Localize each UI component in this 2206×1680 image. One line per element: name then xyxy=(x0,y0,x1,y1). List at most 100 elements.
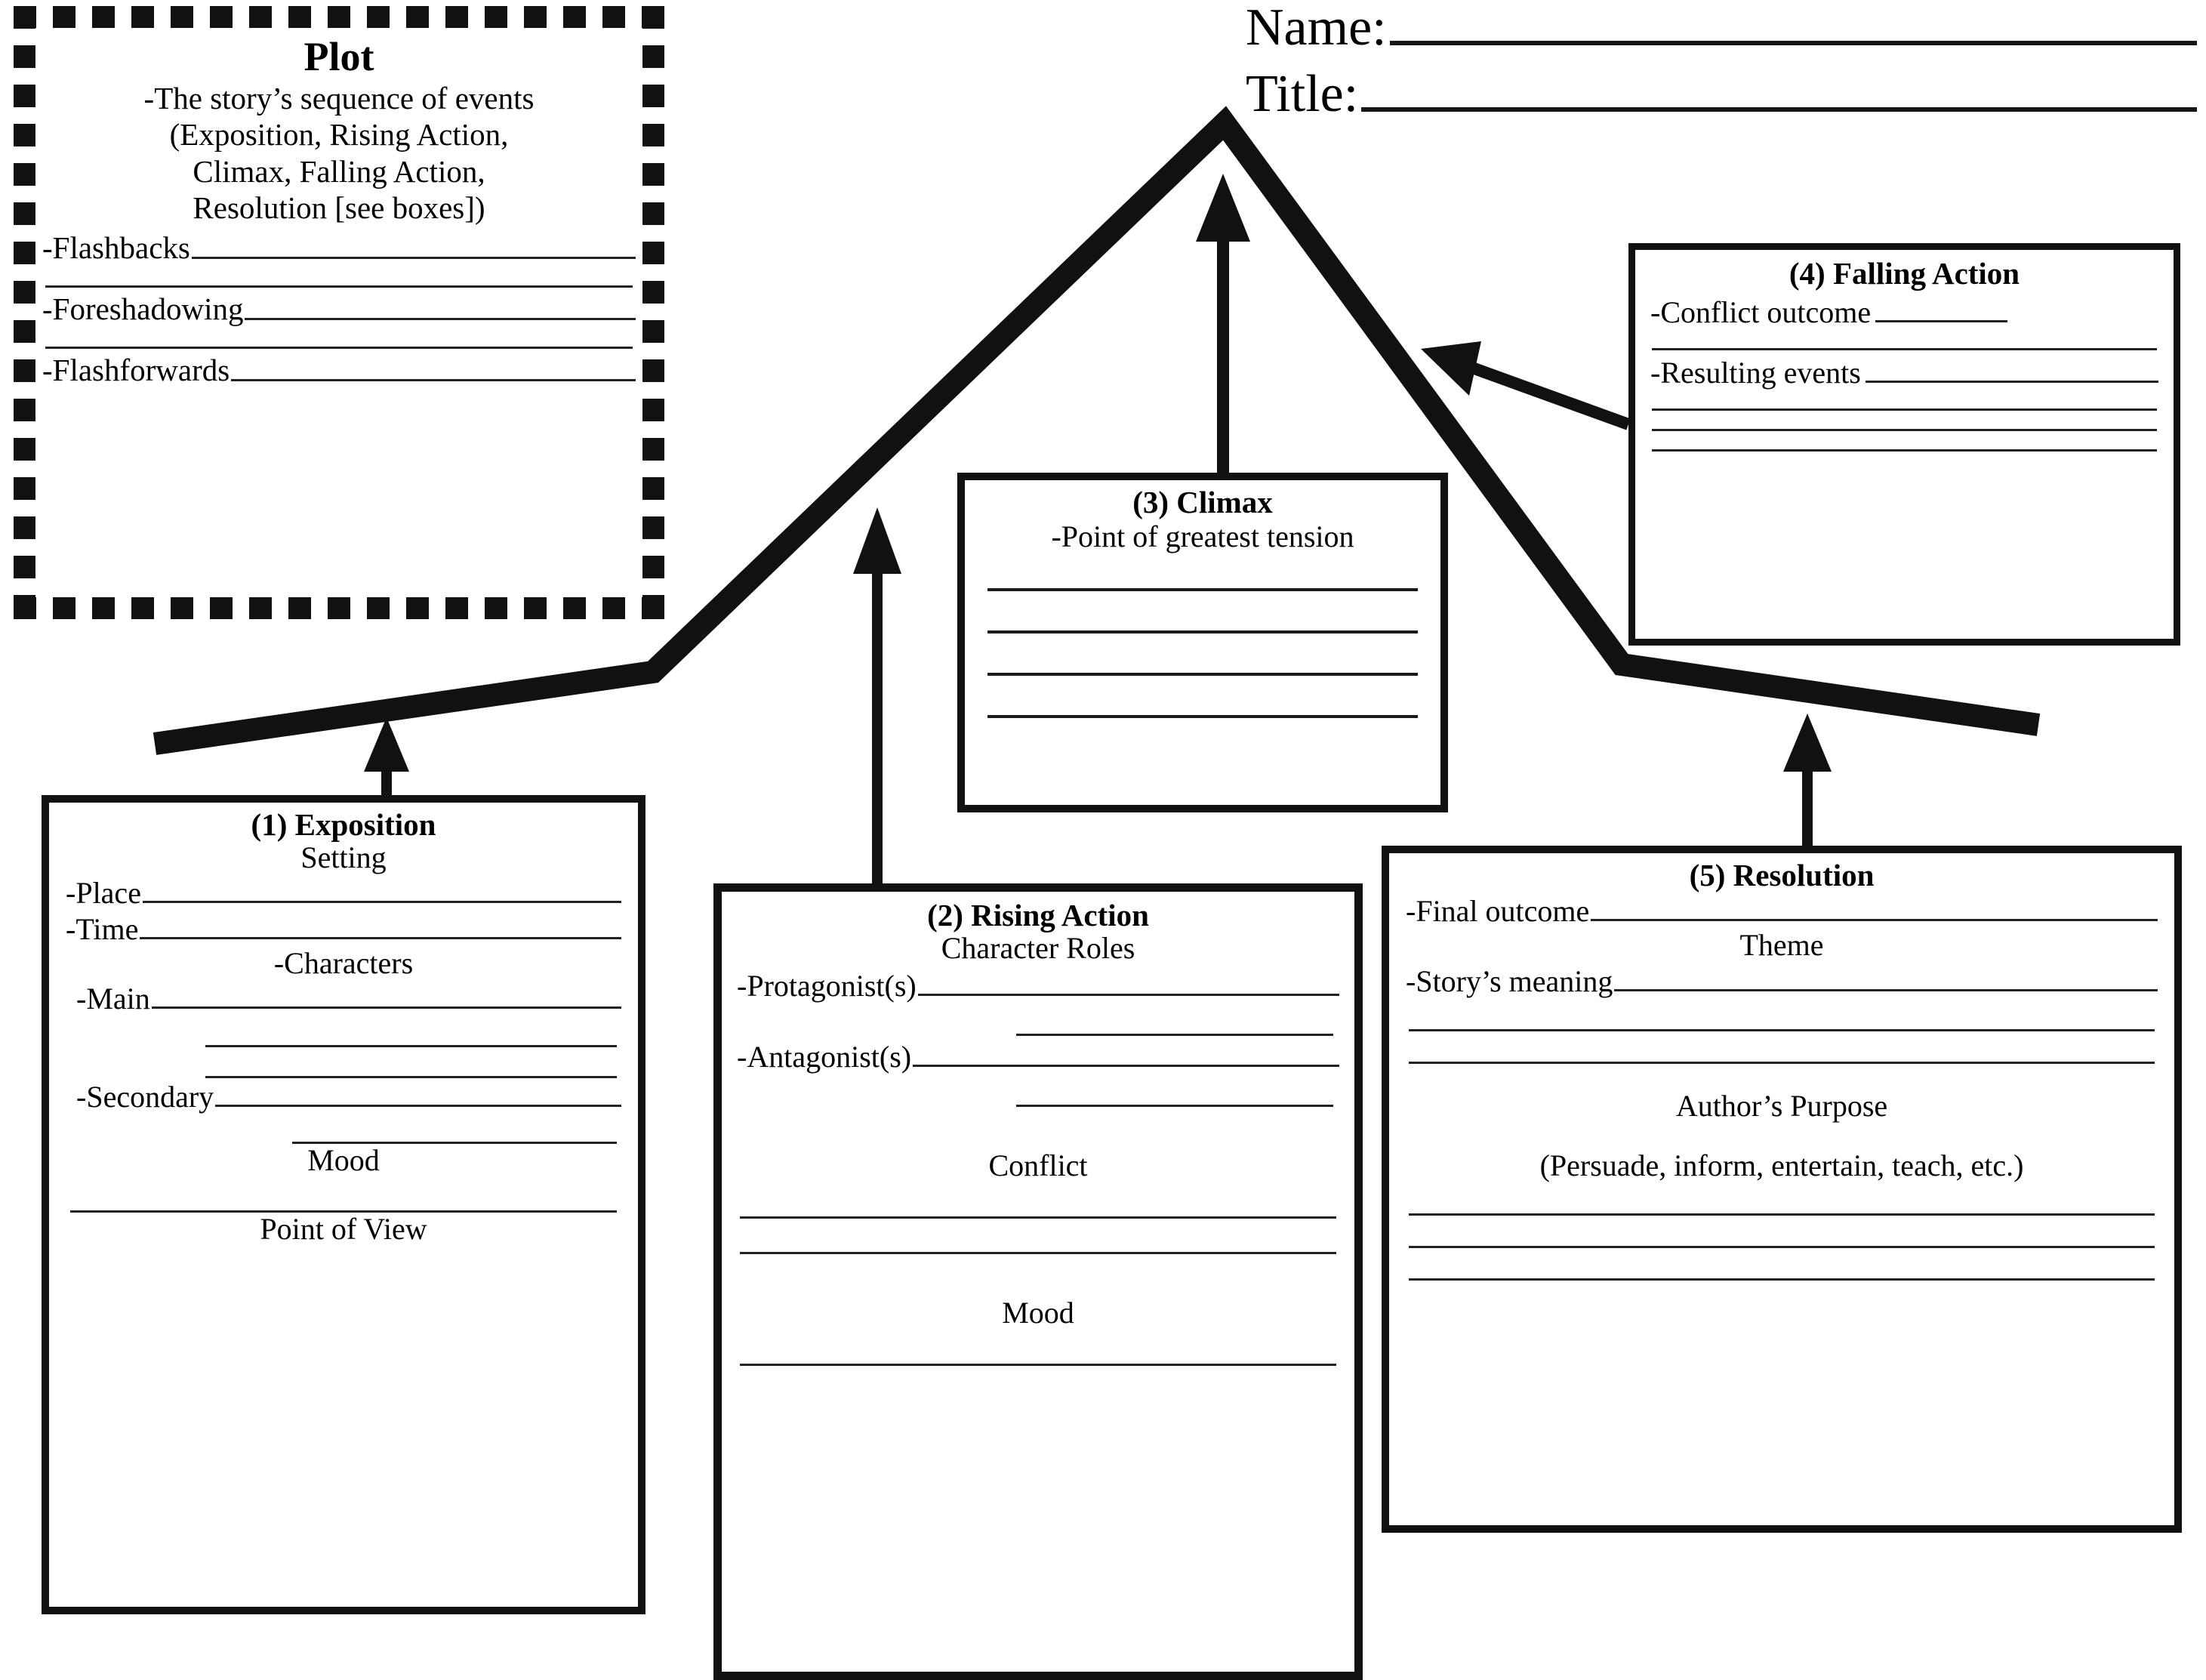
plot-box-dashed-border-left xyxy=(14,6,35,619)
exposition-field-place[interactable]: -Place xyxy=(66,875,621,911)
resolution-purpose-blank-line-3[interactable] xyxy=(1409,1278,2155,1281)
falling-action-conflict-outcome-label: -Conflict outcome xyxy=(1650,295,1872,330)
rising-action-conflict-blank-line-1[interactable] xyxy=(740,1216,1336,1219)
exposition-arrow-up xyxy=(364,717,409,795)
falling-action-conflict-outcome-blank[interactable] xyxy=(1875,320,2008,323)
rising-action-heading: (2) Rising Action xyxy=(927,898,1149,932)
rising-action-field-protagonist[interactable]: -Protagonist(s) xyxy=(737,968,1339,1003)
exposition-field-time[interactable]: -Time xyxy=(66,911,621,947)
exposition-place-label: -Place xyxy=(66,876,141,911)
resolution-authors-purpose-subheading: Author’s Purpose xyxy=(1675,1089,1888,1124)
falling-action-field-conflict-outcome[interactable]: -Conflict outcome xyxy=(1650,294,2158,330)
falling-action-blank-line-3[interactable] xyxy=(1652,429,2157,432)
plot-description-line-2: (Exposition, Rising Action, xyxy=(169,117,509,153)
resolution-heading: (5) Resolution xyxy=(1689,858,1875,892)
resolution-final-outcome-blank[interactable] xyxy=(1591,919,2158,922)
falling-action-heading: (4) Falling Action xyxy=(1789,256,2020,291)
title-input-blank[interactable] xyxy=(1361,107,2197,112)
resolution-field-story-meaning[interactable]: -Story’s meaning xyxy=(1406,963,2158,999)
exposition-main-blank-line-2[interactable] xyxy=(205,1045,617,1048)
rising-action-character-roles-subheading: Character Roles xyxy=(941,931,1135,966)
plot-field-flashforwards-label: -Flashforwards xyxy=(42,352,230,387)
climax-box: (3) Climax -Point of greatest tension xyxy=(957,473,1448,812)
resolution-theme-blank-line-1[interactable] xyxy=(1409,1029,2155,1032)
resolution-final-outcome-label: -Final outcome xyxy=(1406,894,1590,929)
resolution-theme-blank-line-2[interactable] xyxy=(1409,1062,2155,1065)
plot-box-dashed-border-top xyxy=(14,6,664,28)
climax-blank-line-3[interactable] xyxy=(987,673,1418,677)
exposition-heading: (1) Exposition xyxy=(251,807,436,842)
climax-blank-line-2[interactable] xyxy=(987,630,1418,634)
exposition-place-blank[interactable] xyxy=(142,901,621,904)
exposition-field-main[interactable]: -Main xyxy=(66,981,621,1016)
exposition-mood-blank-line[interactable] xyxy=(70,1210,617,1213)
climax-blank-line-4[interactable] xyxy=(987,715,1418,719)
rising-action-mood-blank-line[interactable] xyxy=(740,1364,1336,1367)
plot-field-flashforwards[interactable]: -Flashforwards xyxy=(42,352,636,388)
rising-action-conflict-blank-line-2[interactable] xyxy=(740,1252,1336,1255)
resolution-theme-subheading: Theme xyxy=(1739,928,1824,963)
climax-blank-line-1[interactable] xyxy=(987,588,1418,592)
falling-action-field-resulting-events[interactable]: -Resulting events xyxy=(1650,355,2158,390)
falling-action-resulting-events-blank[interactable] xyxy=(1865,381,2158,384)
plot-field-flashbacks-blank[interactable] xyxy=(191,256,636,259)
exposition-setting-subheading: Setting xyxy=(300,840,387,875)
falling-action-blank-line-4[interactable] xyxy=(1652,449,2157,452)
plot-box-dashed-border-right xyxy=(642,6,664,619)
rising-action-antagonist-label: -Antagonist(s) xyxy=(737,1040,912,1074)
climax-arrow-up xyxy=(1196,174,1250,473)
rising-action-box: (2) Rising Action Character Roles -Prota… xyxy=(713,883,1363,1680)
plot-description-line-3: Climax, Falling Action, xyxy=(193,153,485,189)
exposition-main-blank-line-3[interactable] xyxy=(205,1076,617,1079)
title-row[interactable]: Title: xyxy=(1246,68,2197,121)
exposition-time-label: -Time xyxy=(66,912,139,947)
resolution-authors-purpose-examples: (Persuade, inform, entertain, teach, etc… xyxy=(1539,1148,2024,1182)
climax-heading: (3) Climax xyxy=(1132,485,1273,519)
exposition-main-label: -Main xyxy=(76,982,150,1016)
plot-description-line-1: -The story’s sequence of events xyxy=(143,81,535,116)
exposition-main-blank[interactable] xyxy=(151,1006,621,1010)
student-header: Name: Title: xyxy=(1246,2,2197,134)
rising-action-box-content: (2) Rising Action Character Roles -Prota… xyxy=(722,892,1354,1367)
resolution-box: (5) Resolution -Final outcome Theme -Sto… xyxy=(1382,846,2182,1533)
plot-field-foreshadowing[interactable]: -Foreshadowing xyxy=(42,291,636,327)
exposition-secondary-blank[interactable] xyxy=(215,1105,621,1108)
plot-title: Plot xyxy=(303,34,374,79)
resolution-arrow-up xyxy=(1783,714,1832,846)
resolution-story-meaning-label: -Story’s meaning xyxy=(1406,964,1613,999)
plot-box-content: Plot -The story’s sequence of events (Ex… xyxy=(42,36,636,596)
name-input-blank[interactable] xyxy=(1389,41,2197,45)
rising-action-protagonist-blank[interactable] xyxy=(917,994,1339,997)
name-row[interactable]: Name: xyxy=(1246,2,2197,54)
exposition-time-blank[interactable] xyxy=(140,937,621,940)
plot-field-foreshadowing-blank[interactable] xyxy=(245,317,636,320)
exposition-box: (1) Exposition Setting -Place -Time -Cha… xyxy=(42,795,645,1614)
plot-box-dashed-border-bottom xyxy=(14,597,664,619)
rising-action-mood-subheading: Mood xyxy=(1002,1296,1074,1330)
rising-action-field-antagonist[interactable]: -Antagonist(s) xyxy=(737,1039,1339,1074)
resolution-field-final-outcome[interactable]: -Final outcome xyxy=(1406,893,2158,929)
rising-action-antagonist-blank[interactable] xyxy=(913,1065,1339,1068)
plot-field-flashforwards-blank[interactable] xyxy=(231,378,636,381)
exposition-box-content: (1) Exposition Setting -Place -Time -Cha… xyxy=(49,803,638,1246)
exposition-secondary-blank-line-2[interactable] xyxy=(292,1142,617,1145)
resolution-purpose-blank-line-1[interactable] xyxy=(1409,1213,2155,1216)
exposition-field-secondary[interactable]: -Secondary xyxy=(66,1079,621,1114)
resolution-purpose-blank-line-2[interactable] xyxy=(1409,1245,2155,1248)
rising-action-antagonist-blank-line-2[interactable] xyxy=(1016,1105,1333,1108)
falling-action-blank-line-2[interactable] xyxy=(1652,408,2157,412)
falling-action-resulting-events-label: -Resulting events xyxy=(1650,356,1861,390)
plot-field-foreshadowing-label: -Foreshadowing xyxy=(42,291,244,326)
exposition-secondary-label: -Secondary xyxy=(76,1080,214,1114)
title-label: Title: xyxy=(1246,65,1359,123)
plot-blank-line-1[interactable] xyxy=(45,285,633,288)
rising-action-protagonist-blank-line-2[interactable] xyxy=(1016,1034,1333,1037)
plot-description-line-4: Resolution [see boxes]) xyxy=(193,190,485,226)
plot-field-flashbacks[interactable]: -Flashbacks xyxy=(42,230,636,266)
falling-action-box-content: (4) Falling Action -Conflict outcome -Re… xyxy=(1635,250,2174,456)
plot-field-flashbacks-label: -Flashbacks xyxy=(42,230,190,265)
resolution-story-meaning-blank[interactable] xyxy=(1614,989,2158,992)
falling-action-blank-line-1[interactable] xyxy=(1652,348,2157,351)
plot-blank-line-2[interactable] xyxy=(45,346,633,349)
